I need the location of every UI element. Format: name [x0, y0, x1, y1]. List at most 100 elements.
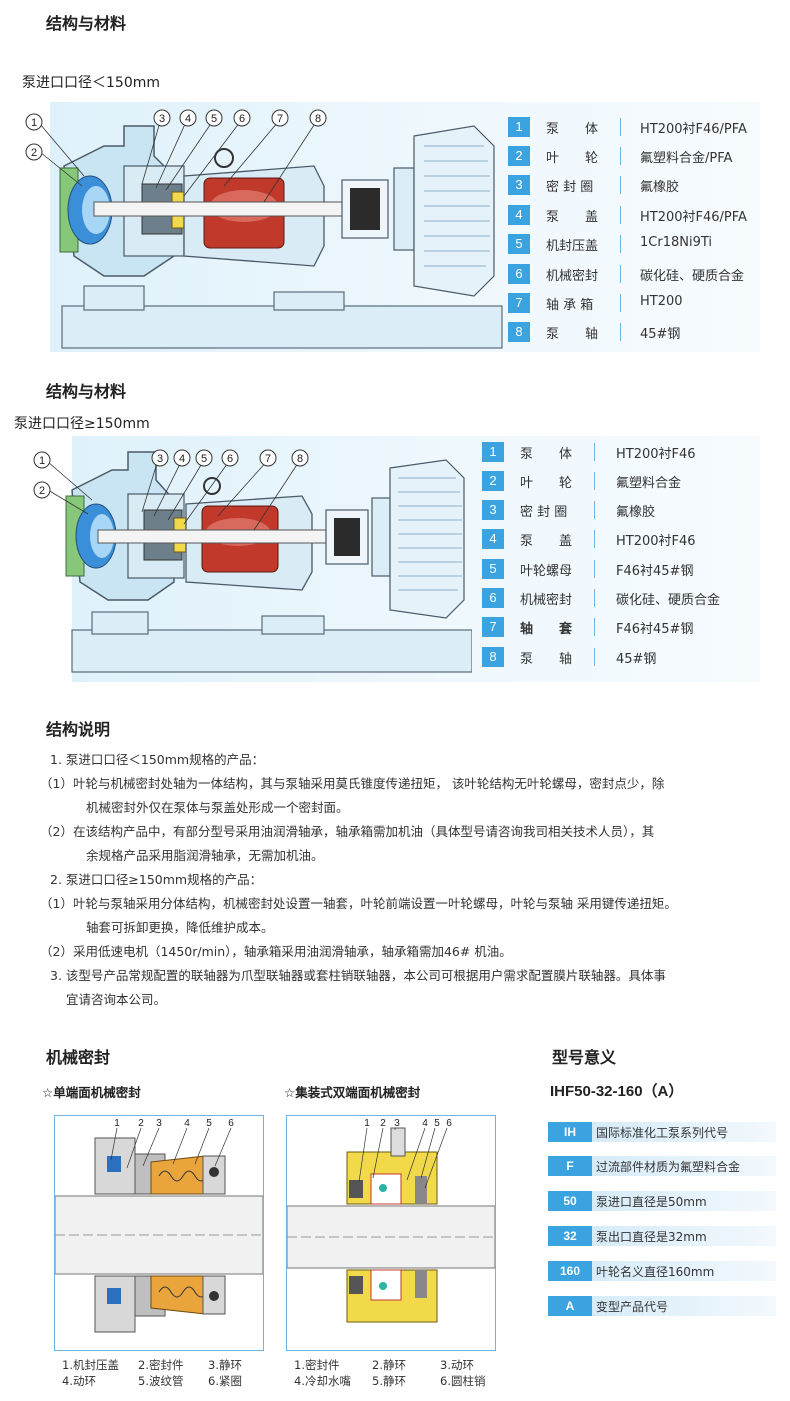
callout-2: 2	[33, 481, 51, 499]
desc-line-8: 轴套可拆卸更换，降低维护成本。	[86, 920, 274, 935]
seal2-legend-6: 6.圆柱销	[440, 1374, 486, 1388]
svg-text:4: 4	[185, 113, 191, 125]
svg-text:7: 7	[265, 453, 271, 465]
desc-line-9: （2）采用低速电机（1450r/min），轴承箱采用油润滑轴承，轴承箱需加46#…	[40, 944, 512, 959]
seal1-callout-3: 3	[156, 1118, 162, 1129]
callout-7: 7	[259, 449, 277, 467]
section2-subtitle: 泵进口口径≥150mm	[14, 416, 150, 432]
single-seal-diagram: 1 2 3 4 5 6	[54, 1118, 264, 1333]
desc-line-10: 3. 该型号产品常规配置的联轴器为爪型联轴器或套柱销联轴器，本公司可根据用户需求…	[50, 968, 666, 983]
callout-2: 2	[25, 143, 43, 161]
callout-5: 5	[205, 109, 223, 127]
svg-text:6: 6	[227, 453, 233, 465]
seal2-legend-2: 2.静环	[372, 1358, 406, 1372]
svg-text:5: 5	[201, 453, 207, 465]
section2-title: 结构与材料	[46, 382, 127, 401]
desc-line-1: 1. 泵进口口径＜150mm规格的产品：	[50, 752, 265, 767]
svg-text:8: 8	[315, 113, 321, 125]
seal2-callout-6: 6	[446, 1118, 452, 1129]
section1-subtitle: 泵进口口径＜150mm	[22, 75, 160, 91]
callout-8: 8	[291, 449, 309, 467]
callout-1: 1	[25, 113, 43, 131]
callout-4: 4	[179, 109, 197, 127]
desc-line-7: （1）叶轮与泵轴采用分体结构，机械密封处设置一轴套，叶轮前端设置一叶轮螺母，叶轮…	[40, 896, 677, 911]
single-seal-label: ☆单端面机械密封	[42, 1085, 141, 1100]
model-title: 型号意义	[552, 1048, 617, 1067]
svg-text:3: 3	[157, 453, 163, 465]
seal2-legend-3: 3.动环	[440, 1358, 474, 1372]
svg-text:5: 5	[211, 113, 217, 125]
svg-text:1: 1	[31, 117, 37, 129]
model-code: IHF50-32-160（A）	[550, 1083, 684, 1100]
seal1-legend-4: 4.动环	[62, 1374, 96, 1388]
callout-3: 3	[153, 109, 171, 127]
callout-4: 4	[173, 449, 191, 467]
seal1-callout-2: 2	[138, 1118, 144, 1129]
double-seal-box: 1 2 3 4 5 6	[286, 1115, 496, 1351]
desc-line-4: （2）在该结构产品中，有部分型号采用油润滑轴承，轴承箱需加机油（具体型号请咨询我…	[40, 824, 655, 839]
double-seal-diagram: 1 2 3 4 5 6	[286, 1118, 496, 1323]
seal1-legend-6: 6.紧圈	[208, 1374, 242, 1388]
callout-3: 3	[151, 449, 169, 467]
seal2-callout-5: 5	[434, 1118, 440, 1129]
svg-text:7: 7	[277, 113, 283, 125]
desc-line-11: 宜请咨询本公司。	[66, 992, 167, 1007]
callout-8: 8	[309, 109, 327, 127]
pump-diagram-large: 1 2 3 4 5 6 7 8	[33, 449, 472, 673]
desc-line-3: 机械密封外仅在泵体与泵盖处形成一个密封面。	[86, 800, 349, 815]
seal1-callout-1: 1	[114, 1118, 120, 1129]
seal1-legend-1: 1.机封压盖	[62, 1358, 119, 1372]
seal2-callout-4: 4	[422, 1118, 428, 1129]
seal1-legend-3: 3.静环	[208, 1358, 242, 1372]
callout-5: 5	[195, 449, 213, 467]
seal2-callout-3: 3	[394, 1118, 400, 1129]
seal1-callout-6: 6	[228, 1118, 234, 1129]
seal2-legend-1: 1.密封件	[294, 1358, 340, 1372]
seal2-callout-1: 1	[364, 1118, 370, 1129]
callout-1: 1	[33, 451, 51, 469]
seal1-legend-2: 2.密封件	[138, 1358, 184, 1372]
svg-text:8: 8	[297, 453, 303, 465]
seal2-legend-4: 4.冷却水嘴	[294, 1374, 351, 1388]
seal1-callout-5: 5	[206, 1118, 212, 1129]
double-seal-label: ☆集装式双端面机械密封	[284, 1085, 421, 1100]
section1-title: 结构与材料	[46, 14, 127, 33]
svg-text:6: 6	[239, 113, 245, 125]
single-seal-box: 1 2 3 4 5 6	[54, 1115, 264, 1351]
callout-6: 6	[221, 449, 239, 467]
svg-text:2: 2	[39, 485, 45, 497]
mech-seal-title: 机械密封	[46, 1048, 111, 1067]
callout-7: 7	[271, 109, 289, 127]
desc-line-6: 2. 泵进口口径≥150mm规格的产品：	[50, 872, 263, 887]
pump-diagram-small: 1 2 3 4 5 6 7 8	[25, 109, 503, 349]
desc-line-5: 余规格产品采用脂润滑轴承，无需加机油。	[86, 848, 324, 863]
svg-text:4: 4	[179, 453, 185, 465]
svg-text:2: 2	[31, 147, 37, 159]
callout-6: 6	[233, 109, 251, 127]
svg-text:1: 1	[39, 455, 45, 467]
seal1-callout-4: 4	[184, 1118, 190, 1129]
